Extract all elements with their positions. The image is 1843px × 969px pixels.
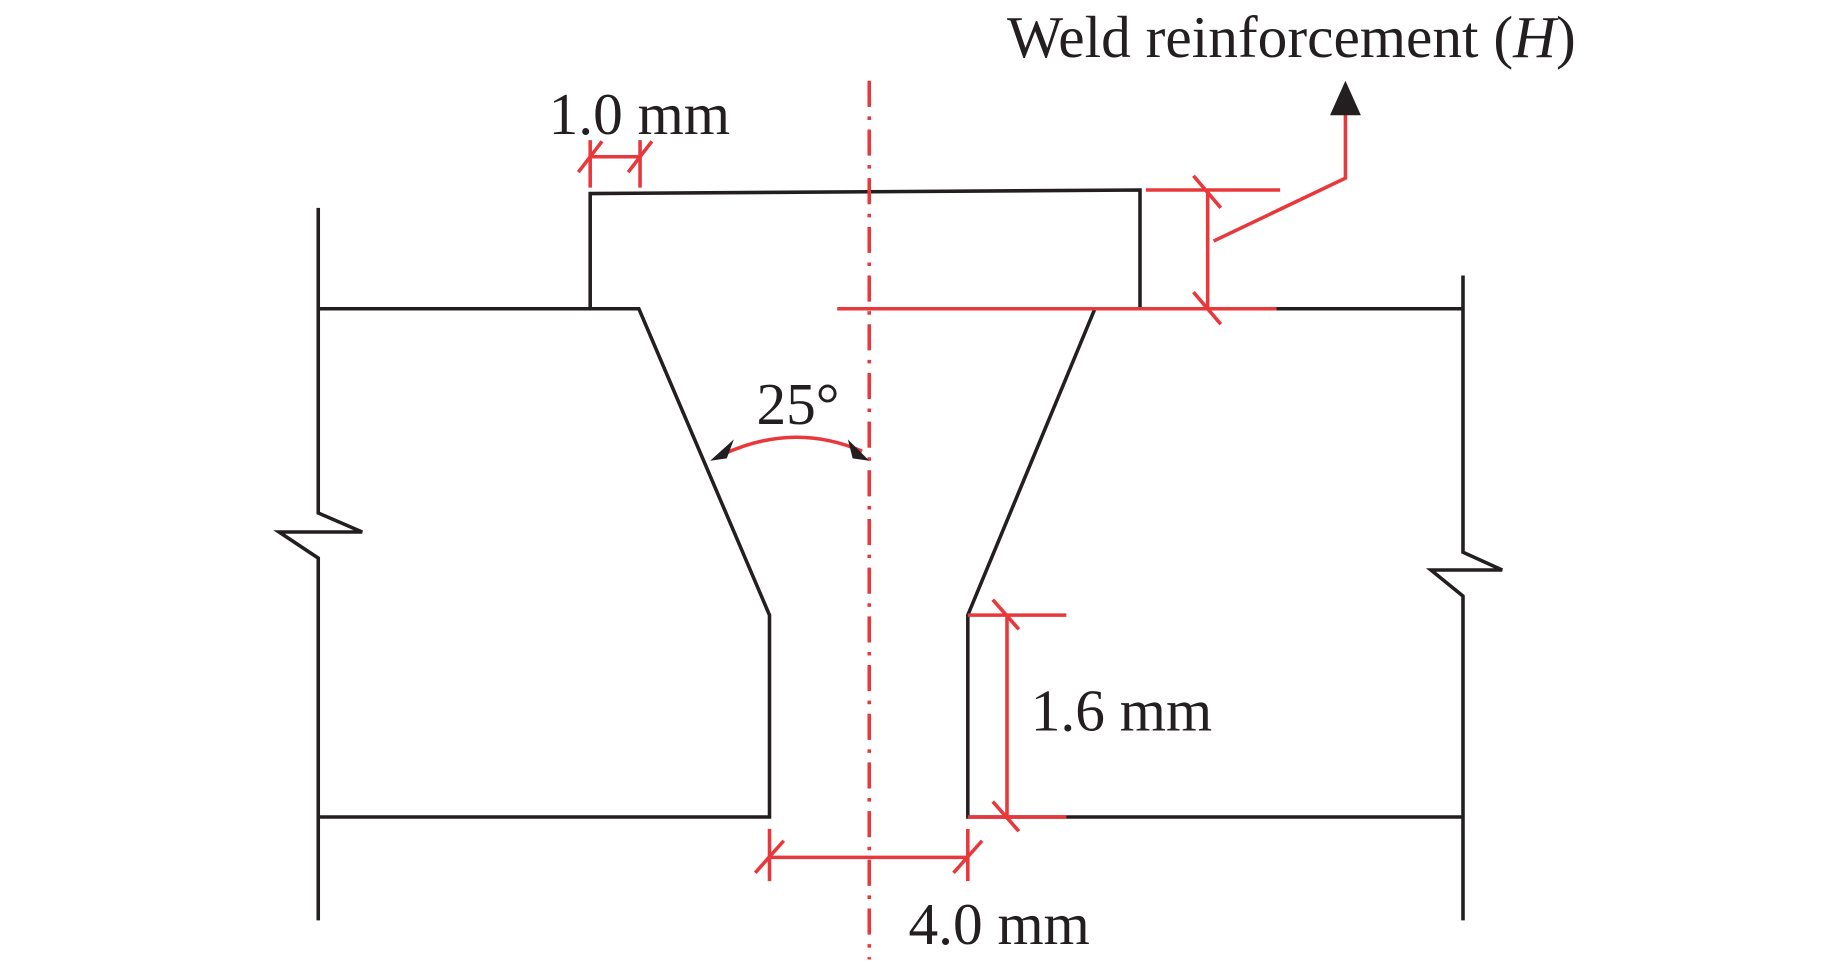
arrow-up-icon [1330, 80, 1361, 116]
label-root-face: 1.6 mm [1031, 677, 1212, 743]
label-root-gap: 4.0 mm [908, 891, 1089, 957]
weld-reinforcement-outline [588, 188, 1142, 309]
dimension-root-gap [753, 828, 984, 882]
dimension-reinforcement-height [837, 80, 1361, 326]
title-label: Weld reinforcement (H) [1007, 4, 1576, 70]
label-reinforcement-offset: 1.0 mm [549, 81, 730, 147]
right-plate [966, 275, 1503, 921]
dimension-root-face [967, 598, 1067, 833]
label-groove-angle: 25° [756, 371, 839, 437]
dimension-reinforcement-offset [576, 140, 654, 188]
dimension-groove-angle [710, 435, 870, 461]
left-plate [273, 207, 772, 921]
